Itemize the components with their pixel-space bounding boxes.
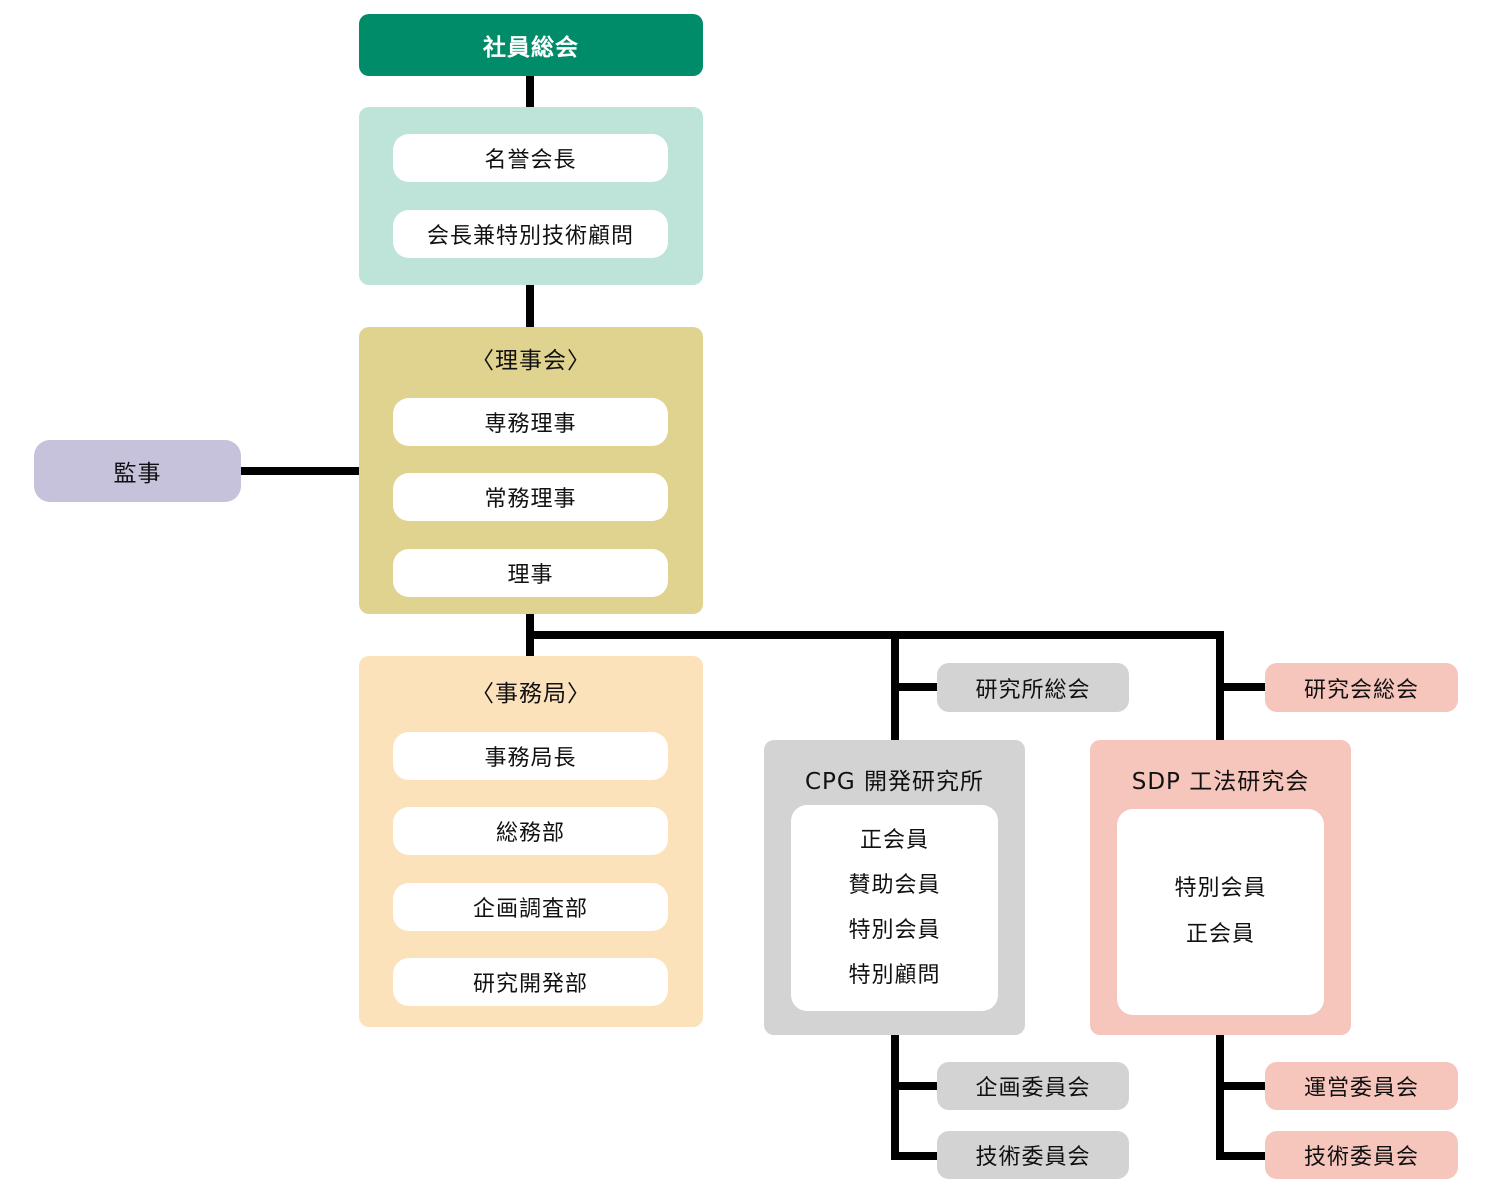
- sdp-title: SDP 工法研究会: [1131, 769, 1310, 795]
- cpg-member: 正会員: [859, 828, 929, 853]
- cpg-committee-tag: 企画委員会: [937, 1062, 1129, 1110]
- cpg-committee-tag: 技術委員会: [937, 1131, 1129, 1179]
- secretariat-title: 〈事務局〉: [471, 681, 591, 707]
- connector-to-cpg-committee-2: [891, 1152, 938, 1160]
- connector-to-sdp-general: [1216, 683, 1266, 691]
- connector-to-cpg-general: [891, 683, 938, 691]
- connector-honorary-to-board: [526, 285, 534, 328]
- connector-horizontal-branch: [526, 631, 1224, 639]
- cpg-member: 賛助会員: [848, 873, 941, 898]
- sdp-member-list: 特別会員 正会員: [1117, 809, 1324, 1015]
- cpg-member-list: 正会員 賛助会員 特別会員 特別顧問: [791, 805, 998, 1011]
- general-meeting-box: 社員総会: [359, 14, 703, 76]
- honorary-item: 名誉会長: [393, 134, 668, 182]
- sdp-committee-tag: 運営委員会: [1265, 1062, 1458, 1110]
- board-item: 常務理事: [393, 473, 668, 521]
- connector-cpg-committees: [891, 1034, 899, 1160]
- cpg-member: 特別顧問: [848, 963, 941, 988]
- cpg-title: CPG 開発研究所: [804, 769, 985, 795]
- sdp-member: 特別会員: [1174, 876, 1267, 901]
- general-meeting-label: 社員総会: [483, 35, 579, 61]
- board-title: 〈理事会〉: [471, 348, 591, 374]
- connector-sdp-committees: [1216, 1034, 1224, 1160]
- board-item: 理事: [393, 549, 668, 597]
- connector-to-sdp-committee-2: [1216, 1152, 1266, 1160]
- sdp-general-meeting-tag: 研究会総会: [1265, 663, 1458, 712]
- cpg-member: 特別会員: [848, 918, 941, 943]
- secretariat-item: 企画調査部: [393, 883, 668, 931]
- connector-to-cpg-committee-1: [891, 1082, 938, 1090]
- secretariat-item: 事務局長: [393, 732, 668, 780]
- sdp-member: 正会員: [1185, 922, 1255, 947]
- secretariat-item: 総務部: [393, 807, 668, 855]
- sdp-committee-tag: 技術委員会: [1265, 1131, 1458, 1179]
- secretariat-item: 研究開発部: [393, 958, 668, 1006]
- honorary-item: 会長兼特別技術顧問: [393, 210, 668, 258]
- connector-general-to-honorary: [526, 75, 534, 108]
- auditor-box: 監事: [34, 440, 241, 502]
- connector-auditor-to-board: [240, 467, 360, 475]
- connector-to-sdp-committee-1: [1216, 1082, 1266, 1090]
- cpg-general-meeting-tag: 研究所総会: [937, 663, 1129, 712]
- auditor-label: 監事: [113, 461, 162, 487]
- board-item: 専務理事: [393, 398, 668, 446]
